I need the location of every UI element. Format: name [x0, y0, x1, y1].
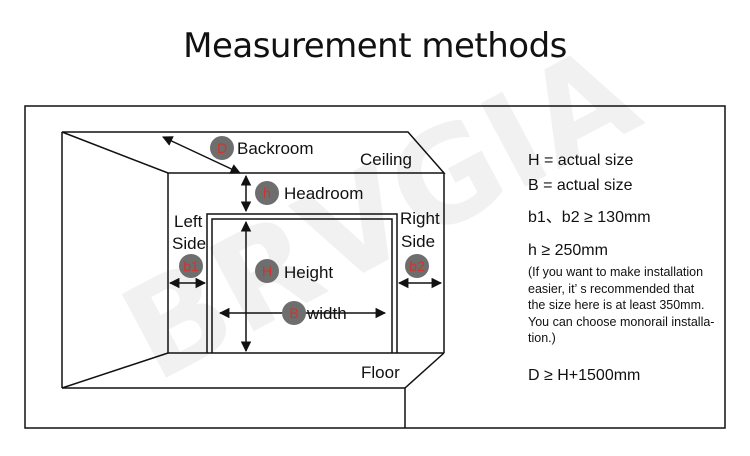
- svg-text:D: D: [217, 140, 227, 156]
- backroom-arrow: [162, 136, 241, 174]
- badge-B: B: [282, 301, 306, 325]
- note-line: You can choose monorail installa-: [528, 314, 715, 329]
- note-line: the size here is at least 350mm.: [528, 298, 705, 312]
- room-outline: [61, 131, 446, 428]
- badge-H: H: [255, 259, 279, 283]
- label-left-side-1: Left: [174, 212, 203, 231]
- label-right-side-1: Right: [400, 209, 440, 228]
- label-height: Height: [284, 263, 333, 282]
- page-title: Measurement methods: [183, 26, 567, 66]
- info-h-actual-size: H = actual size: [528, 152, 634, 169]
- badge-b2: b2: [405, 254, 429, 278]
- svg-text:b1: b1: [183, 258, 199, 274]
- info-b-actual-size: B = actual size: [528, 177, 633, 194]
- label-left-side-2: Side: [172, 234, 206, 253]
- svg-text:B: B: [289, 305, 298, 321]
- svg-text:b2: b2: [409, 258, 425, 274]
- note-line: tion.): [528, 331, 556, 345]
- label-floor: Floor: [361, 363, 400, 382]
- label-backroom: Backroom: [237, 139, 314, 158]
- door-opening: [206, 213, 398, 353]
- badge-d: D: [210, 136, 234, 160]
- badge-h: h: [255, 181, 279, 205]
- info-b1-b2-min: b1、b2 ≥ 130mm: [528, 209, 651, 226]
- info-d-min: D ≥ H+1500mm: [528, 367, 641, 384]
- label-right-side-2: Side: [401, 232, 435, 251]
- info-h-min: h ≥ 250mm: [528, 242, 608, 259]
- badge-b1: b1: [179, 254, 203, 278]
- installation-note: (If you want to make installation easier…: [528, 264, 714, 347]
- label-width: width: [306, 304, 347, 323]
- outer-frame: [24, 105, 726, 429]
- note-line: (If you want to make installation: [528, 265, 704, 279]
- svg-text:h: h: [263, 185, 271, 201]
- label-ceiling: Ceiling: [360, 150, 412, 169]
- note-line: easier, it’ s recommended that: [528, 281, 695, 296]
- svg-text:H: H: [262, 263, 272, 279]
- label-headroom: Headroom: [284, 184, 363, 203]
